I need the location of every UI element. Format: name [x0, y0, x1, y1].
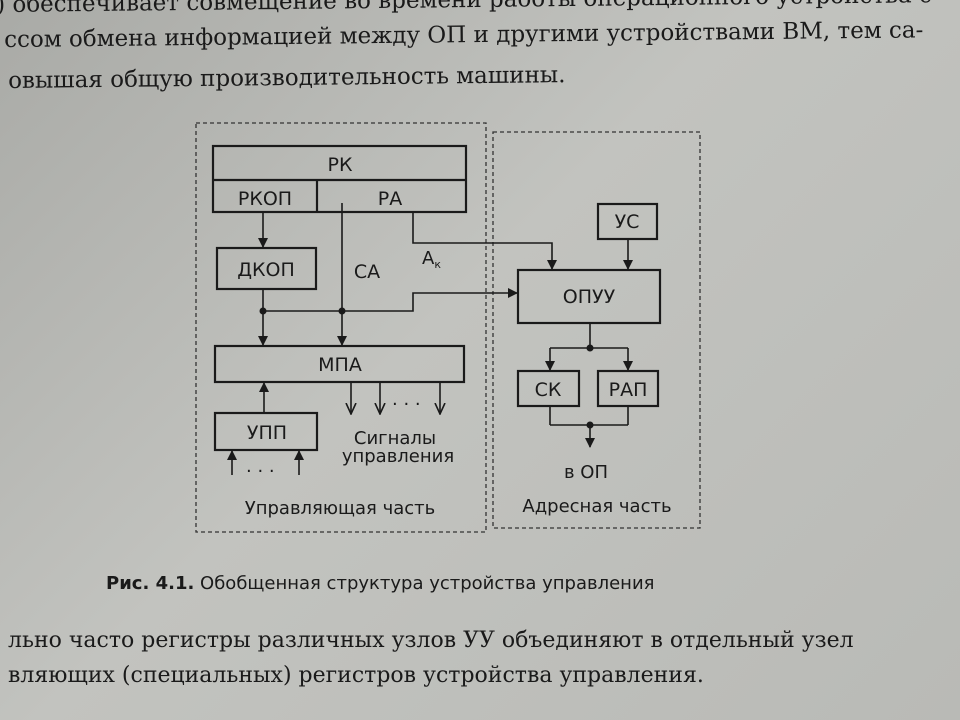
- opuu-label: ОПУУ: [563, 286, 616, 308]
- dkop-block: [215, 246, 318, 291]
- signals-label-line2: управления: [342, 446, 454, 467]
- upp-inputs-dots: . . .: [246, 456, 275, 477]
- dkop-label: ДКОП: [237, 259, 295, 281]
- address-part-label: Адресная часть: [522, 496, 671, 517]
- body-text-line: вляющих (специальных) регистров устройст…: [8, 663, 704, 688]
- signals-label-line1: Сигналы: [354, 428, 436, 449]
- junction-dot: [586, 421, 594, 429]
- us-label: УС: [615, 211, 640, 233]
- address-part-frame: [492, 131, 701, 529]
- upp-block: [213, 411, 319, 452]
- junction-dot: [586, 344, 594, 352]
- figure-caption: Рис. 4.1. Обобщенная структура устройств…: [106, 573, 654, 594]
- rk-label: РК: [328, 154, 353, 176]
- opuu-block: [516, 268, 662, 325]
- mpa-block: [213, 344, 466, 384]
- sk-label: СК: [535, 379, 562, 401]
- control-part-frame: [195, 122, 487, 533]
- control-part-label: Управляющая часть: [245, 498, 435, 519]
- upp-label: УПП: [247, 422, 287, 444]
- junction-dot: [338, 307, 346, 315]
- rkop-label: РКОП: [238, 188, 292, 210]
- ak-label: Ак: [422, 248, 441, 271]
- to-op-label: в ОП: [564, 462, 608, 483]
- caption-number: Рис. 4.1.: [106, 573, 195, 594]
- signals-dots: . . .: [392, 389, 421, 410]
- body-text-line: льно часто регистры различных узлов УУ о…: [8, 628, 854, 653]
- caption-text: Обобщенная структура устройства управлен…: [194, 573, 655, 594]
- ca-label: СА: [354, 261, 380, 283]
- junction-dot: [259, 307, 267, 315]
- mpa-label: МПА: [318, 354, 362, 376]
- rap-label: РАП: [609, 379, 648, 401]
- sk-block: [516, 369, 581, 408]
- ra-label: РА: [378, 188, 402, 210]
